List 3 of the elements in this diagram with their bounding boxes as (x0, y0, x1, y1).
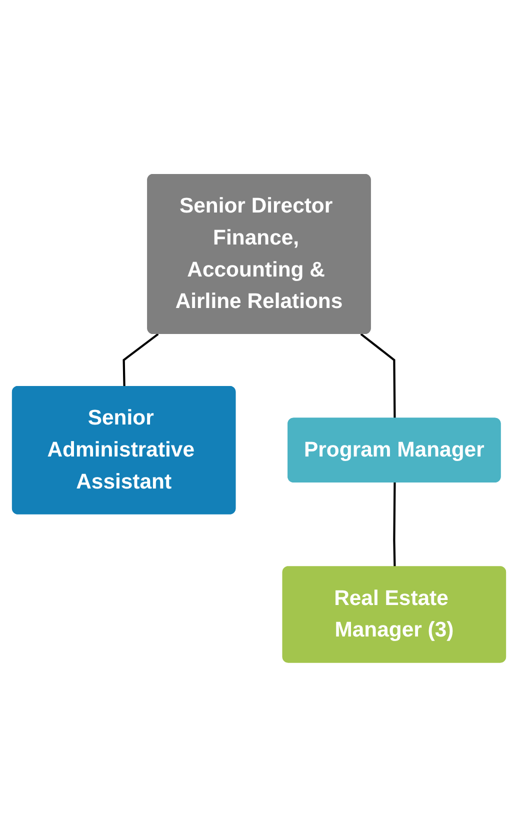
connector (360, 333, 396, 420)
connector (393, 482, 396, 568)
connector (122, 333, 159, 388)
